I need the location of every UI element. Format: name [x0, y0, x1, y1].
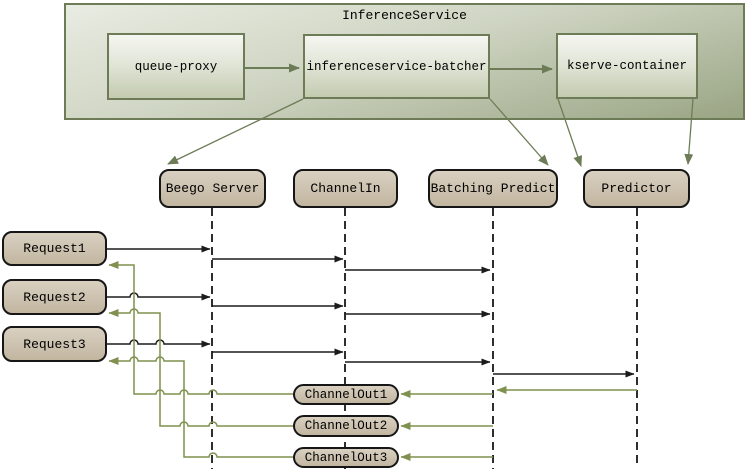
request3-box: Request3: [2, 326, 107, 362]
lifeline-header-channelin: ChannelIn: [293, 169, 398, 208]
request2-box: Request2: [2, 279, 107, 315]
route-channelout3-to-request3: [108, 356, 293, 458]
route-channelout1-to-request1: [108, 261, 293, 395]
arrow-batcher-to-beego: [167, 98, 304, 165]
arrow-request3-to-beego: [107, 339, 211, 348]
arrow-request2-to-beego: [107, 292, 211, 301]
arrow-batcher-to-batchingpredict: [489, 98, 549, 166]
lifeline-group: [211, 208, 638, 469]
node-inferenceservice-batcher: inferenceservice-batcher: [303, 34, 490, 99]
top-flow-arrows: [167, 63, 694, 167]
node-queue-proxy: queue-proxy: [107, 33, 245, 100]
channelout2-box: ChannelOut2: [293, 415, 399, 437]
request-message-arrows: [107, 245, 635, 378]
lifeline-header-batching-predict: Batching Predict: [428, 169, 558, 208]
route-channelout2-to-request2: [108, 308, 293, 427]
return-message-arrows: [108, 261, 637, 461]
inference-service-title: InferenceService: [342, 8, 467, 23]
node-kserve-container: kserve-container: [556, 33, 698, 99]
arrow-kserve-to-predictor-right: [684, 98, 694, 165]
channelout3-box: ChannelOut3: [293, 447, 399, 468]
lifeline-header-beego-server: Beego Server: [159, 169, 266, 208]
arrow-kserve-to-predictor-left: [557, 98, 583, 167]
request1-box: Request1: [2, 231, 107, 266]
lifeline-header-predictor: Predictor: [583, 169, 690, 208]
channelout1-box: ChannelOut1: [293, 384, 399, 405]
